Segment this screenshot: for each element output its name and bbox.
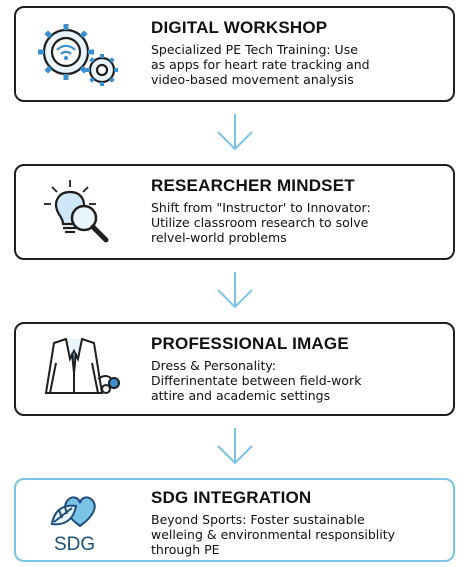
down-arrow-icon: [217, 114, 253, 151]
step-card-sdg-integration: SDG SDG INTEGRATION Beyond Sports: Foste…: [14, 478, 455, 562]
step-description: Dress & Personality: Differinentate betw…: [151, 358, 362, 403]
step-title: SDG INTEGRATION: [151, 488, 312, 507]
step-description: Shift from "Instructor' to Innovator: Ut…: [151, 200, 371, 245]
suit-jacket-icon: [44, 337, 120, 394]
down-arrow-icon: [217, 272, 253, 309]
lightbulb-magnifier-icon: [44, 180, 109, 243]
step-description: Specialized PE Tech Training: Use as app…: [151, 42, 370, 87]
step-description: Beyond Sports: Foster sustainable wellei…: [151, 512, 396, 557]
sdg-label: SDG: [54, 534, 95, 555]
down-arrow-icon: [217, 428, 253, 465]
step-card-professional-image: PROFESSIONAL IMAGE Dress & Personality: …: [14, 322, 455, 416]
sdg-heart-leaf-icon: SDG: [50, 496, 96, 555]
step-card-digital-workshop: DIGITAL WORKSHOP Specialized PE Tech Tra…: [14, 6, 455, 102]
step-title: DIGITAL WORKSHOP: [151, 18, 328, 37]
step-title: PROFESSIONAL IMAGE: [151, 334, 349, 353]
gears-wifi-icon: [38, 24, 118, 86]
step-card-researcher-mindset: RESEARCHER MINDSET Shift from "Instructo…: [14, 164, 455, 260]
step-title: RESEARCHER MINDSET: [151, 176, 355, 195]
